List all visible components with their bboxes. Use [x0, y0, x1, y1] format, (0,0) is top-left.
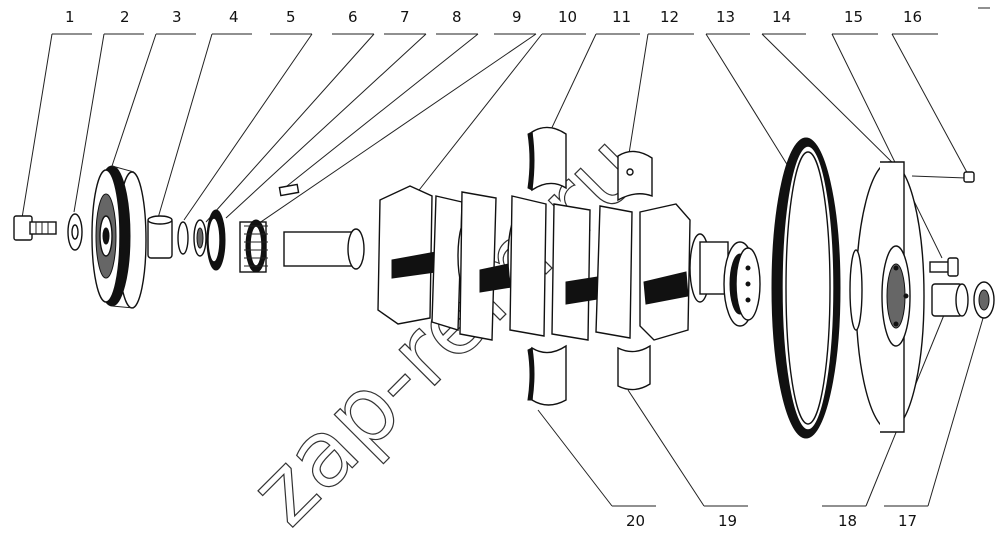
callout-17: 17	[898, 512, 917, 530]
part-8-key	[278, 183, 300, 197]
callout-4: 4	[229, 8, 239, 26]
callout-12: 12	[660, 8, 679, 26]
callout-9: 9	[512, 8, 522, 26]
callout-2: 2	[120, 8, 130, 26]
leader-16	[891, 33, 971, 179]
part-13-ring-gear	[771, 137, 841, 439]
leader-14	[761, 33, 901, 171]
part-18-spacer	[931, 283, 969, 317]
part-20-lower-thrust-bearing	[527, 344, 567, 406]
part-14-flywheel	[849, 161, 925, 433]
leader-12	[627, 33, 694, 161]
callout-5: 5	[286, 8, 296, 26]
leader-10	[415, 33, 586, 195]
callout-6: 6	[348, 8, 358, 26]
part-6-ring	[193, 219, 207, 257]
leader-20	[537, 409, 656, 507]
leader-5	[183, 33, 313, 221]
leader-7	[225, 33, 427, 219]
leader-9	[251, 33, 537, 229]
callout-19: 19	[718, 512, 737, 530]
leader-11	[547, 33, 640, 137]
callout-11: 11	[612, 8, 631, 26]
part-11-upper-main-bearing	[527, 126, 567, 192]
leader-4	[157, 33, 252, 219]
callout-16: 16	[903, 8, 922, 26]
bottom-callout-numbers: 20 19 18 17	[626, 512, 917, 530]
callout-14: 14	[772, 8, 791, 26]
leader-15	[831, 33, 943, 259]
leader-lines	[21, 33, 987, 507]
part-9-crank-gear	[239, 219, 268, 273]
part-19-lower-bearing	[617, 344, 651, 391]
leader-1	[21, 33, 92, 219]
leader-13	[705, 33, 789, 167]
part-4-spacer-sleeve	[147, 215, 173, 259]
leader-2	[73, 33, 144, 213]
callout-8: 8	[452, 8, 462, 26]
part-5-ring	[177, 221, 189, 255]
callout-20: 20	[626, 512, 645, 530]
leader-6	[205, 33, 375, 223]
leader-19	[627, 389, 748, 507]
callout-15: 15	[844, 8, 863, 26]
part-3-crank-pulley	[91, 165, 147, 309]
callout-3: 3	[172, 8, 182, 26]
top-callout-numbers: 1 2 3 4 5 6 7 8 9 10 11 12 13 14 15 16	[65, 8, 922, 26]
callout-7: 7	[400, 8, 410, 26]
callout-10: 10	[558, 8, 577, 26]
leader-3	[109, 33, 196, 173]
part-1-bolt	[13, 215, 57, 241]
callout-1: 1	[65, 8, 75, 26]
leader-17	[884, 307, 987, 507]
callout-13: 13	[716, 8, 735, 26]
part-7-gear	[206, 209, 226, 271]
part-15-flywheel-bolt	[929, 257, 959, 277]
part-17-pilot-bearing	[973, 281, 995, 319]
part-2-washer	[67, 213, 83, 251]
leader-8	[281, 33, 479, 191]
callout-18: 18	[838, 512, 857, 530]
part-16-dowel-pin	[911, 171, 975, 183]
part-10-crankshaft	[283, 185, 761, 341]
part-12-upper-bearing	[617, 150, 653, 202]
